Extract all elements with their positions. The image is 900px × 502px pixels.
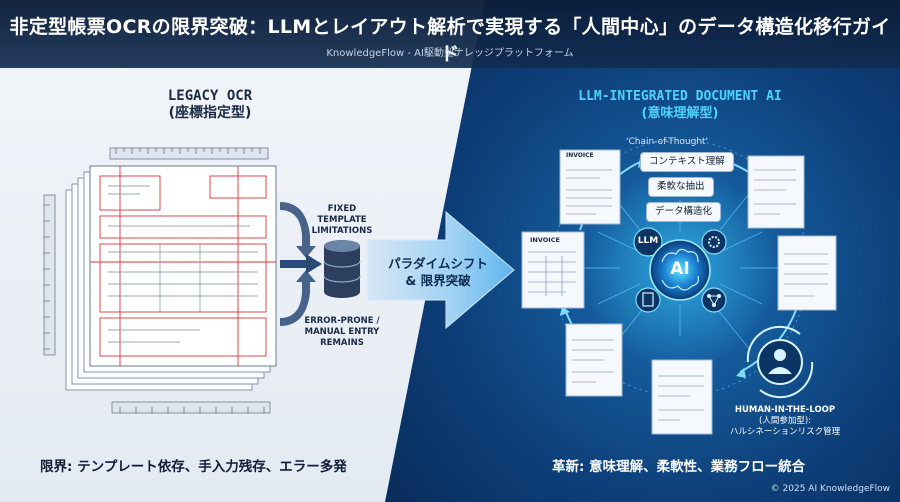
- human-in-the-loop-label: HUMAN-IN-THE-LOOP (人間参加型): ハルシネーションリスク管理: [690, 405, 880, 438]
- invoice-label: INVOICE: [530, 236, 560, 244]
- database-icon: [323, 240, 361, 298]
- document-icon: [651, 359, 713, 435]
- ai-label: AI: [670, 259, 690, 279]
- page-title: 非定型帳票OCRの限界突破：LLMとレイアウト解析で実現する「人間中心」のデータ…: [9, 16, 891, 65]
- document-icon: [635, 287, 661, 313]
- paradigm-shift-arrow: [367, 210, 515, 330]
- hitl-line-1: HUMAN-IN-THE-LOOP: [734, 405, 836, 415]
- llm-label: LLM: [637, 236, 659, 246]
- ruler-icon: [109, 147, 269, 160]
- ruler-icon: [43, 194, 56, 356]
- legacy-ocr-title-line2: (座標指定型): [168, 105, 252, 121]
- pill-context: コンテキスト理解: [640, 152, 734, 172]
- llm-title-line2: (意味理解型): [641, 106, 719, 121]
- legacy-ocr-title-line1: LEGACY OCR: [167, 88, 253, 104]
- error-line-3: REMAINS: [320, 338, 364, 348]
- network-icon: [701, 287, 727, 313]
- invoice-document: [521, 231, 585, 309]
- fixed-line-1: FIXED: [327, 204, 357, 214]
- fixed-line-3: LIMITATIONS: [311, 226, 373, 236]
- invoice-label: INVOICE: [566, 152, 594, 159]
- invoice-document: [559, 149, 621, 225]
- document-icon: [747, 155, 805, 229]
- gear-icon: [701, 229, 727, 255]
- fixed-line-2: TEMPLATE: [317, 215, 367, 225]
- flow-arrow-icon: [280, 202, 322, 326]
- pill-flexible-extraction: 柔軟な抽出: [648, 177, 714, 197]
- llm-document-ai-title: LLM-INTEGRATED DOCUMENT AI (意味理解型): [535, 88, 825, 122]
- hitl-line-2: (人間参加型):: [759, 416, 811, 426]
- fixed-template-label: FIXED TEMPLATE LIMITATIONS: [302, 204, 382, 237]
- refresh-icon: [746, 325, 814, 399]
- ruler-icon: [111, 401, 271, 414]
- hitl-line-3: ハルシネーションリスク管理: [729, 427, 841, 437]
- legacy-document-stack: [65, 165, 277, 391]
- document-icon: [565, 323, 623, 397]
- person-icon: [757, 339, 803, 385]
- error-prone-label: ERROR-PRONE / MANUAL ENTRY REMAINS: [292, 316, 392, 349]
- copyright-footer: © 2025 AI KnowledgeFlow: [770, 484, 890, 494]
- llm-title-line1: LLM-INTEGRATED DOCUMENT AI: [578, 89, 782, 104]
- llm-badge-icon: [633, 227, 663, 257]
- error-line-1: ERROR-PRONE /: [304, 316, 380, 326]
- header-bar: [0, 0, 900, 68]
- document-icon: [777, 235, 837, 311]
- legacy-limitations-caption: 限界: テンプレート依存、手入力残存、エラー多発: [40, 459, 347, 475]
- error-line-2: MANUAL ENTRY: [304, 327, 380, 337]
- legacy-ocr-title: LEGACY OCR (座標指定型): [120, 88, 300, 122]
- innovation-caption: 革新: 意味理解、柔軟性、業務フロー統合: [552, 459, 806, 475]
- pill-data-structuring: データ構造化: [646, 202, 722, 222]
- brain-icon: [649, 239, 711, 301]
- paradigm-line-2: & 限界突破: [405, 273, 471, 288]
- page-subtitle: KnowledgeFlow - AI駆動型ナレッジプラットフォーム: [326, 48, 574, 59]
- chain-of-thought-label: 'Chain-of-Thought': [626, 137, 709, 147]
- paradigm-shift-text: パラダイムシフト & 限界突破: [374, 255, 502, 289]
- paradigm-line-1: パラダイムシフト: [388, 256, 488, 271]
